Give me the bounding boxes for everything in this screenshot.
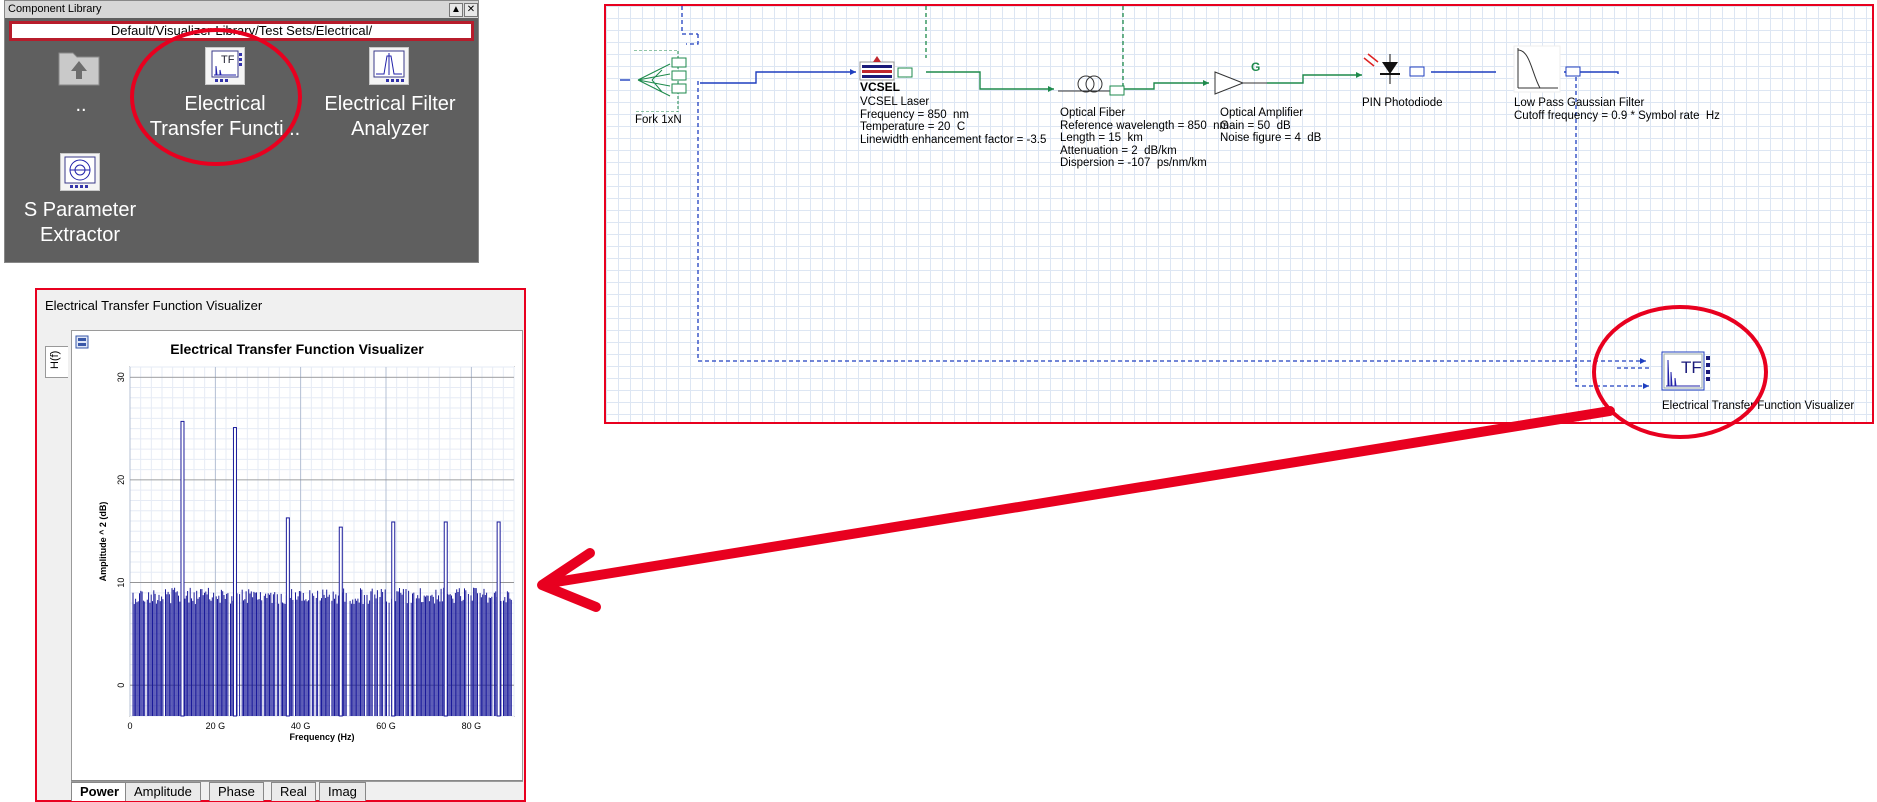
- side-tab-hf[interactable]: H(f): [45, 346, 68, 378]
- peak-bar: [496, 521, 501, 717]
- amplifier-gain-icon: G: [1251, 60, 1261, 74]
- library-item-label-line2: Analyzer: [351, 118, 429, 140]
- library-item-label-line1: Electrical: [184, 93, 266, 115]
- fork-label: Fork 1xN: [635, 114, 682, 126]
- param-line: Attenuation = 2 dB/km: [1060, 144, 1177, 157]
- param-line: Temperature = 20 C: [860, 121, 966, 133]
- param-line: Noise figure = 4 dB: [1220, 132, 1322, 144]
- component-library-panel: Component Library ▲ ✕ Default/Visualizer…: [4, 0, 479, 263]
- peak-bar: [443, 521, 448, 717]
- y-tick-label: 0: [116, 683, 126, 688]
- filter-params: Low Pass Gaussian Filter Cutoff frequenc…: [1514, 97, 1720, 122]
- library-title: Component Library: [5, 1, 478, 18]
- vcsel-icon: [859, 56, 913, 81]
- library-item-label-line1: S Parameter: [23, 199, 137, 221]
- library-item-label-line2: Transfer Functi...: [149, 118, 301, 140]
- param-line: Optical Amplifier: [1220, 107, 1304, 119]
- chart-title: Electrical Transfer Function Visualizer: [170, 341, 424, 357]
- x-tick-label: 60 G: [376, 721, 396, 731]
- settings-icon[interactable]: [75, 335, 89, 349]
- param-line: VCSEL Laser: [860, 96, 930, 108]
- fork-component[interactable]: [632, 49, 702, 113]
- x-tick-label: 40 G: [291, 721, 311, 731]
- peak-bar: [180, 420, 185, 717]
- transfer-function-icon: [1661, 351, 1710, 391]
- highlight-ellipse-library: [130, 28, 302, 166]
- schematic-links: [620, 6, 1649, 389]
- optical-fiber-component[interactable]: [1056, 70, 1128, 100]
- fiber-params: Optical Fiber Reference wavelength = 850…: [1060, 107, 1229, 170]
- chart-tabs: Power Amplitude Phase Real Imag: [71, 780, 523, 801]
- param-line: Optical Fiber: [1060, 107, 1126, 119]
- vcsel-component[interactable]: [858, 56, 916, 92]
- transfer-function-icon: TF: [205, 47, 245, 85]
- y-tick-label: 30: [116, 372, 126, 382]
- library-item-label-line1: Electrical Filter: [324, 93, 456, 115]
- tab-imag[interactable]: Imag: [319, 782, 366, 801]
- peak-bar: [232, 427, 237, 717]
- param-line: Reference wavelength = 850 nm: [1060, 119, 1230, 132]
- visualizer-window: Electrical Transfer Function Visualizer …: [35, 288, 526, 802]
- highlight-ellipse-visualizer: [1592, 305, 1768, 439]
- y-axis-label: Amplitude ^ 2 (dB): [98, 502, 108, 582]
- chart-panel[interactable]: Electrical Transfer Function Visualizer …: [71, 330, 523, 782]
- schematic-canvas[interactable]: Fork 1xN VCSEL VCSEL Laser Frequency = 8…: [604, 4, 1874, 424]
- x-tick-label: 0: [127, 721, 132, 731]
- visualizer-label: Electrical Transfer Function Visualizer: [1662, 400, 1855, 412]
- filter-analyzer-icon: [369, 47, 409, 85]
- pin-label: PIN Photodiode: [1362, 97, 1443, 109]
- x-tick-label: 80 G: [462, 721, 482, 731]
- amplifier-params: Optical Amplifier Gain = 50 dB Noise fig…: [1220, 107, 1321, 145]
- fork-icon: [634, 49, 687, 113]
- param-line: Low Pass Gaussian Filter: [1514, 97, 1645, 109]
- peak-bar: [391, 521, 396, 717]
- visualizer-icon-text: TF: [1681, 358, 1702, 377]
- library-item-electrical-transfer-function[interactable]: TF Electrical Transfer Functi...: [145, 45, 305, 145]
- peak-bar: [338, 526, 343, 717]
- low-pass-filter-icon: [1513, 45, 1581, 93]
- visualizer-window-title: Electrical Transfer Function Visualizer: [45, 298, 263, 313]
- param-line: Length = 15 km: [1060, 132, 1143, 144]
- svg-text:TF: TF: [221, 54, 235, 66]
- param-line: Gain = 50 dB: [1220, 119, 1291, 132]
- x-tick-label: 20 G: [206, 721, 226, 731]
- tab-real[interactable]: Real: [271, 782, 316, 801]
- library-item-label-line2: Extractor: [39, 224, 121, 246]
- side-tab-label: H(f): [49, 350, 61, 369]
- folder-up-icon: [58, 52, 100, 86]
- amplifier-triangle-icon: [1214, 71, 1267, 95]
- library-item-label: ..: [75, 94, 87, 116]
- vcsel-icon-text: VCSEL: [860, 80, 901, 94]
- param-line: Linewidth enhancement factor = -3.5: [860, 133, 1047, 146]
- pin-photodiode-component[interactable]: [1358, 50, 1438, 92]
- param-line: Cutoff frequency = 0.9 * Symbol rate Hz: [1514, 109, 1720, 122]
- param-line: Dispersion = -107 ps/nm/km: [1060, 157, 1207, 169]
- peak-bar: [285, 517, 290, 717]
- tab-amplitude[interactable]: Amplitude: [125, 782, 201, 801]
- minimize-button[interactable]: ▲: [449, 3, 463, 17]
- x-axis-label: Frequency (Hz): [289, 732, 354, 742]
- photodiode-icon: [1363, 53, 1425, 84]
- tab-power[interactable]: Power: [71, 782, 129, 801]
- y-tick-label: 20: [116, 475, 126, 485]
- transfer-function-visualizer-component[interactable]: [1658, 350, 1714, 396]
- vcsel-params: VCSEL Laser Frequency = 850 nm Temperatu…: [860, 96, 1046, 146]
- optical-amplifier-component[interactable]: [1211, 62, 1271, 98]
- tab-phase[interactable]: Phase: [209, 782, 264, 801]
- param-line: Frequency = 850 nm: [860, 108, 969, 121]
- fiber-coil-icon: [1058, 75, 1125, 96]
- library-item-up[interactable]: ..: [41, 45, 121, 125]
- y-tick-label: 10: [116, 578, 126, 588]
- low-pass-filter-component[interactable]: [1512, 44, 1592, 94]
- s-parameter-icon: [60, 153, 100, 191]
- red-arrow: [537, 406, 1615, 612]
- library-item-electrical-filter-analyzer[interactable]: Electrical Filter Analyzer: [305, 45, 475, 145]
- close-button[interactable]: ✕: [464, 3, 478, 17]
- library-item-s-parameter-extractor[interactable]: S Parameter Extractor: [15, 151, 145, 251]
